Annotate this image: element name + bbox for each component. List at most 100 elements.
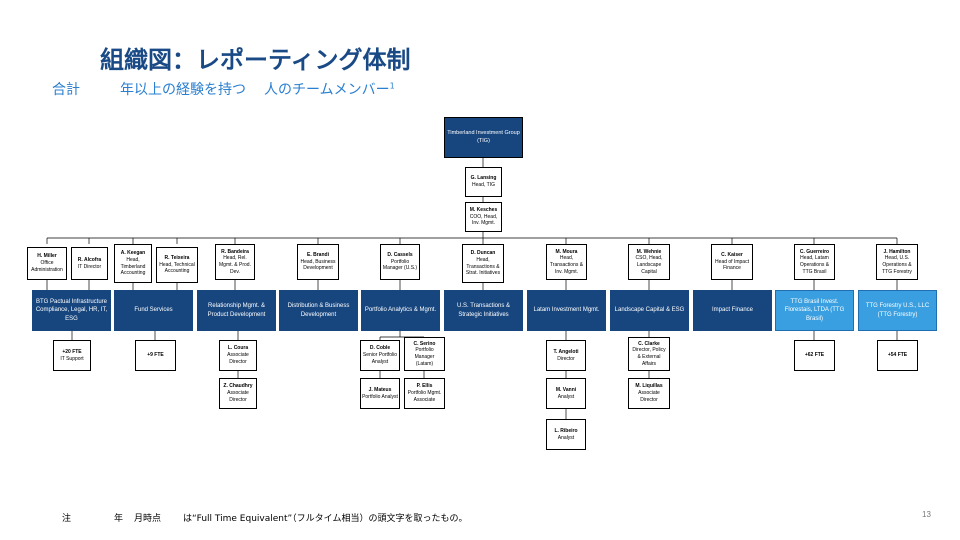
dept-ttg-brasil: TTG Brasil Invest. Florestais, LTDA (TTG… (775, 290, 854, 331)
head-box: G. Lansing Head, TIG (465, 167, 502, 197)
leader-box: R. Alcofra IT Director (71, 247, 108, 280)
staff-box: C. Clarke Director, Policy & External Af… (628, 337, 670, 371)
staff-name: T. Angeloti (553, 348, 579, 355)
staff-name: L. Coura (227, 345, 249, 352)
staff-role: Associate Director (227, 390, 249, 403)
staff-box: +54 FTE (877, 340, 918, 371)
leader-box: E. Brandi Head, Business Development (297, 244, 339, 280)
leader-box: H. Miller Office Administration (27, 247, 67, 280)
staff-box: P. Ellis Portfolio Mgmt. Associate (404, 378, 445, 409)
leader-box: C. Kaiser Head of Impact Finance (711, 244, 753, 280)
page-title: 組織図：レポーティング体制 (100, 46, 411, 74)
leader-box: C. Guerreiro Head, Latam Operations & TT… (794, 244, 835, 280)
dept-ttg-forestry: TTG Forestry U.S., LLC (TTG Forestry) (858, 290, 937, 331)
leader-name: M. Wehnie (636, 248, 662, 255)
staff-box: C. Serino Portfolio Manager (Latam) (404, 337, 445, 371)
leader-name: R. Teixeira (164, 254, 190, 261)
staff-box: L. Ribeiro Analyst (546, 419, 586, 450)
staff-box: L. Coura Associate Director (219, 340, 257, 371)
staff-box: +9 FTE (135, 340, 176, 371)
staff-role: Portfolio Manager (Latam) (414, 347, 435, 367)
leader-name: D. Duncan (470, 250, 496, 256)
leader-name: H. Miller (37, 253, 57, 260)
staff-name: +62 FTE (804, 352, 825, 359)
leader-role: Head, Rel. Mgmt. & Prod. Dev. (219, 255, 251, 275)
staff-name: Z. Chaudhry (223, 383, 253, 390)
staff-role: Associate Director (227, 352, 249, 365)
staff-role: Analyst (557, 393, 575, 400)
leader-box: D. Cassels Portfolio Manager (U.S.) (380, 244, 420, 280)
staff-box: D. Coble Senior Portfolio Analyst (360, 340, 400, 371)
dept-us-transactions: U.S. Transactions & Strategic Initiative… (444, 290, 523, 331)
page-number: 13 (922, 510, 931, 519)
staff-name: D. Coble (369, 345, 391, 352)
dept-fund-services: Fund Services (114, 290, 193, 331)
leader-role: Head, U.S. Operations & TTG Forestry (882, 255, 912, 275)
leader-role: Head, Transactions & Inv. Mgmt. (549, 255, 584, 275)
footnote-label: 注 (62, 514, 72, 524)
leader-box: M. Moura Head, Transactions & Inv. Mgmt. (546, 244, 587, 280)
leader-role: Head, Business Development (300, 258, 336, 272)
staff-name: J. Mateus (368, 386, 392, 393)
staff-box: M. Liquillas Associate Director (628, 378, 670, 409)
staff-name: P. Ellis (416, 383, 433, 390)
staff-role: Associate Director (638, 390, 660, 403)
staff-role: IT Support (60, 355, 84, 362)
dept-distribution: Distribution & Business Development (279, 290, 358, 331)
staff-box: T. Angeloti Director (546, 340, 586, 371)
staff-box: +62 FTE (794, 340, 835, 371)
subtitle-part-3: 人のチームメンバー1 (264, 81, 395, 98)
dept-compliance: BTG Pactual Infrastructure Compliance, L… (32, 290, 111, 331)
leader-role: Office Administration (31, 260, 63, 273)
leader-name: C. Kaiser (721, 251, 743, 258)
leader-role: CSO, Head, Landscape Capital (635, 255, 663, 275)
staff-name: C. Clarke (638, 340, 660, 347)
leader-name: R. Alcofra (77, 256, 102, 263)
dept-latam-investment: Latam Investment Mgmt. (527, 290, 606, 331)
head-role: Head, TIG (472, 182, 495, 188)
subtitle-part-2: 年以上の経験を持つ (120, 82, 246, 98)
leader-name: E. Brandi (307, 251, 329, 258)
dept-landscape-capital: Landscape Capital & ESG (610, 290, 689, 331)
staff-name: +9 FTE (147, 352, 164, 359)
staff-box: +20 FTE IT Support (53, 340, 91, 371)
leader-role: IT Director (77, 263, 102, 270)
head-name: G. Lansing (470, 175, 497, 182)
leader-role: Head, Latam Operations & TTG Brasil (799, 255, 830, 275)
leader-box: R. Bandeira Head, Rel. Mgmt. & Prod. Dev… (215, 244, 255, 280)
dept-impact-finance: Impact Finance (693, 290, 772, 331)
footnote-text: は“Full Time Equivalent”（フルタイム相当）の頭文字を取った… (183, 514, 468, 524)
coo-role: COO, Head, Inv. Mgmt. (469, 213, 498, 227)
leader-role: Head, Transactions & Strat. Initiatives (465, 256, 501, 277)
leader-name: R. Bandeira (221, 248, 249, 255)
staff-role: Director (557, 355, 575, 362)
staff-name: M. Liquillas (635, 383, 663, 390)
root-label: Timberland Investment Group (TIG) (447, 130, 520, 144)
coo-box: M. Kesches COO, Head, Inv. Mgmt. (465, 202, 502, 232)
leader-box: R. Teixeira Head, Technical Accounting (156, 247, 198, 283)
staff-name: M. Vanni (555, 386, 577, 393)
leader-box: M. Wehnie CSO, Head, Landscape Capital (628, 244, 670, 280)
leader-name: C. Guerreiro (799, 248, 830, 255)
root-node: Timberland Investment Group (TIG) (444, 117, 523, 158)
leader-name: A. Keegan (120, 250, 146, 256)
staff-role: Analyst (557, 434, 575, 441)
footnote-year: 年 (114, 514, 124, 524)
staff-box: J. Mateus Portfolio Analyst (360, 378, 400, 409)
staff-role: Senior Portfolio Analyst (362, 352, 398, 365)
leader-name: J. Hamilton (883, 248, 911, 255)
staff-name: +54 FTE (887, 352, 908, 359)
subtitle-part-1: 合計 (52, 82, 80, 98)
staff-box: M. Vanni Analyst (546, 378, 586, 409)
leader-box: J. Hamilton Head, U.S. Operations & TTG … (876, 244, 918, 280)
coo-name: M. Kesches (469, 206, 498, 213)
footnote-mark: 1 (389, 81, 395, 91)
staff-box: Z. Chaudhry Associate Director (219, 378, 257, 409)
leader-name: D. Cassels (387, 251, 413, 258)
staff-name: L. Ribeiro (554, 427, 578, 434)
leader-name: M. Moura (555, 248, 578, 255)
leader-box: A. Keegan Head, Timberland Accounting (114, 244, 152, 283)
dept-portfolio-analytics: Portfolio Analytics & Mgmt. (361, 290, 440, 331)
dept-relationship-mgmt: Relationship Mgmt. & Product Development (197, 290, 276, 331)
leader-role: Head, Technical Accounting (159, 261, 195, 275)
